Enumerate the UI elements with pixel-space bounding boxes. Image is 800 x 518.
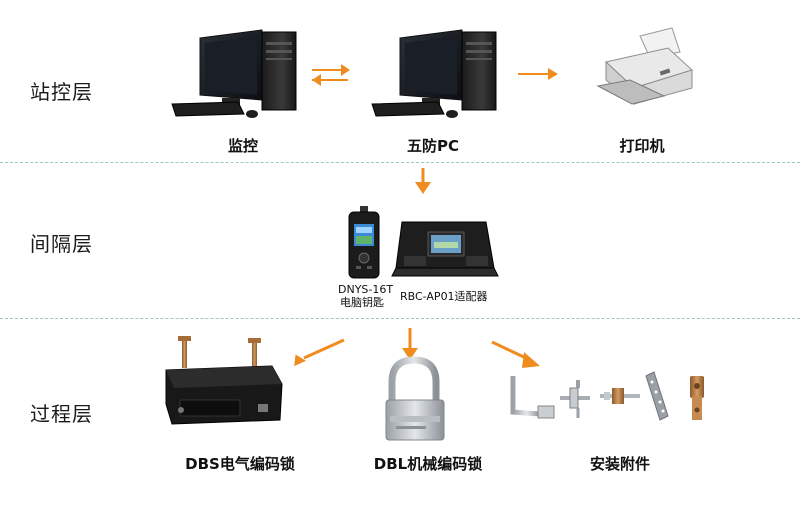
caption-printer: 打印机: [619, 137, 665, 155]
accessories-icon: [510, 371, 704, 421]
wufang-pc-computer-icon: [371, 29, 497, 118]
monitor-computer-icon: [171, 29, 297, 118]
caption-monitor: 监控: [227, 137, 259, 155]
arrow-to-dbs-icon: [294, 338, 345, 367]
dbl-lock-icon: [385, 356, 445, 441]
divider-station-bay: [0, 162, 800, 163]
bidirectional-arrow-icon: [312, 64, 350, 86]
adapter-icon: [391, 221, 499, 277]
caption-dbl-lock: DBL机械编码锁: [373, 455, 483, 473]
arrow-to-dbl-icon: [402, 328, 418, 360]
caption-wufang-pc: 五防PC: [406, 137, 460, 155]
layer-label-bay: 间隔层: [30, 232, 93, 256]
caption-accessories: 安装附件: [589, 455, 651, 473]
arrow-to-printer-icon: [518, 68, 558, 80]
computer-key-icon: [348, 206, 380, 279]
layer-label-process: 过程层: [30, 402, 93, 426]
caption-adapter: RBC-AP01适配器: [400, 290, 488, 303]
caption-dbs-lock: DBS电气编码锁: [185, 455, 295, 473]
caption-key-name: 电脑钥匙: [340, 296, 384, 309]
divider-bay-process: [0, 318, 800, 319]
arrow-to-accessories-icon: [491, 340, 540, 368]
layer-label-station: 站控层: [30, 80, 93, 104]
caption-key-model: DNYS-16T: [338, 283, 394, 296]
arrow-down-bay-icon: [415, 168, 431, 194]
dbs-lock-icon: [165, 336, 283, 425]
printer-icon: [596, 27, 693, 106]
